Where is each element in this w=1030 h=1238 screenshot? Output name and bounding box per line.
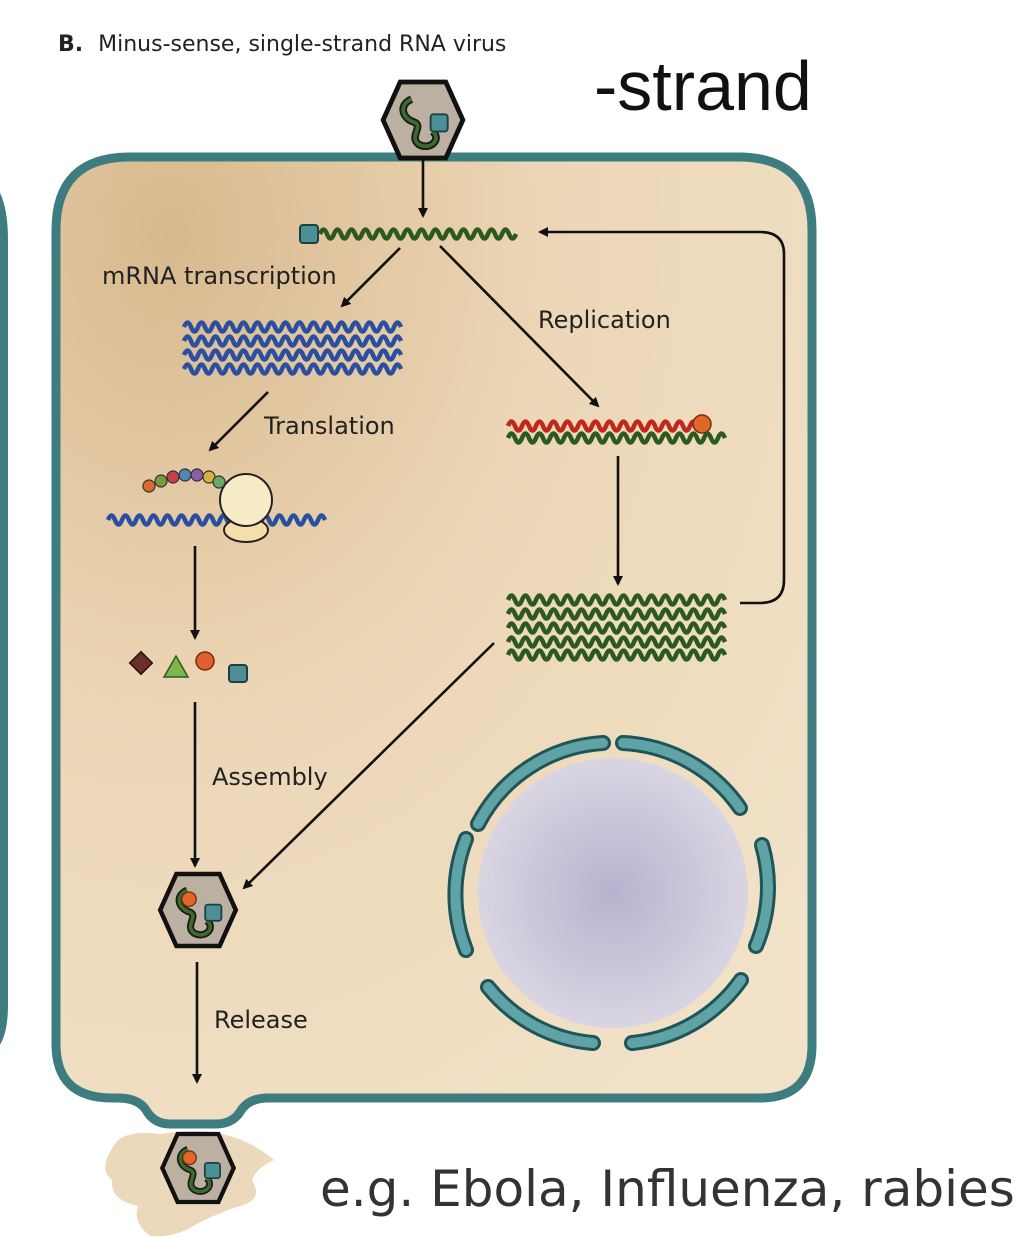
example-viruses: e.g. Ebola, Influenza, rabies bbox=[320, 1160, 1015, 1218]
viral-proteins-icon bbox=[128, 650, 248, 683]
label-mrna-transcription: mRNA transcription bbox=[102, 262, 337, 290]
neighbor-panel-edge bbox=[0, 192, 8, 1045]
label-replication: Replication bbox=[538, 306, 671, 334]
label-translation: Translation bbox=[263, 412, 395, 440]
minus-rna-genome bbox=[317, 227, 519, 241]
panel-letter: B. bbox=[58, 32, 83, 57]
mrna-stack bbox=[181, 320, 404, 376]
virus-assembled-icon bbox=[160, 874, 236, 946]
translation-arrow bbox=[208, 391, 269, 452]
virus-entering-icon bbox=[383, 82, 463, 158]
transcription-arrow bbox=[340, 247, 401, 308]
label-assembly: Assembly bbox=[212, 763, 328, 791]
virus-released-icon bbox=[162, 1134, 233, 1202]
genome-cap-icon bbox=[299, 224, 319, 244]
replication-intermediate bbox=[505, 414, 728, 445]
recycle-arrow bbox=[538, 227, 786, 605]
replication-arrow bbox=[439, 245, 600, 408]
panel-title: B. Minus-sense, single-strand RNA virus bbox=[58, 32, 506, 57]
ribosome-translation-icon bbox=[105, 468, 328, 543]
label-release: Release bbox=[214, 1006, 308, 1034]
nucleus bbox=[447, 735, 776, 1051]
panel-title-text: Minus-sense, single-strand RNA virus bbox=[98, 32, 506, 57]
progeny-genomes bbox=[505, 593, 728, 662]
strand-label: -strand bbox=[594, 47, 812, 125]
genome-packaging-arrow bbox=[242, 642, 495, 890]
